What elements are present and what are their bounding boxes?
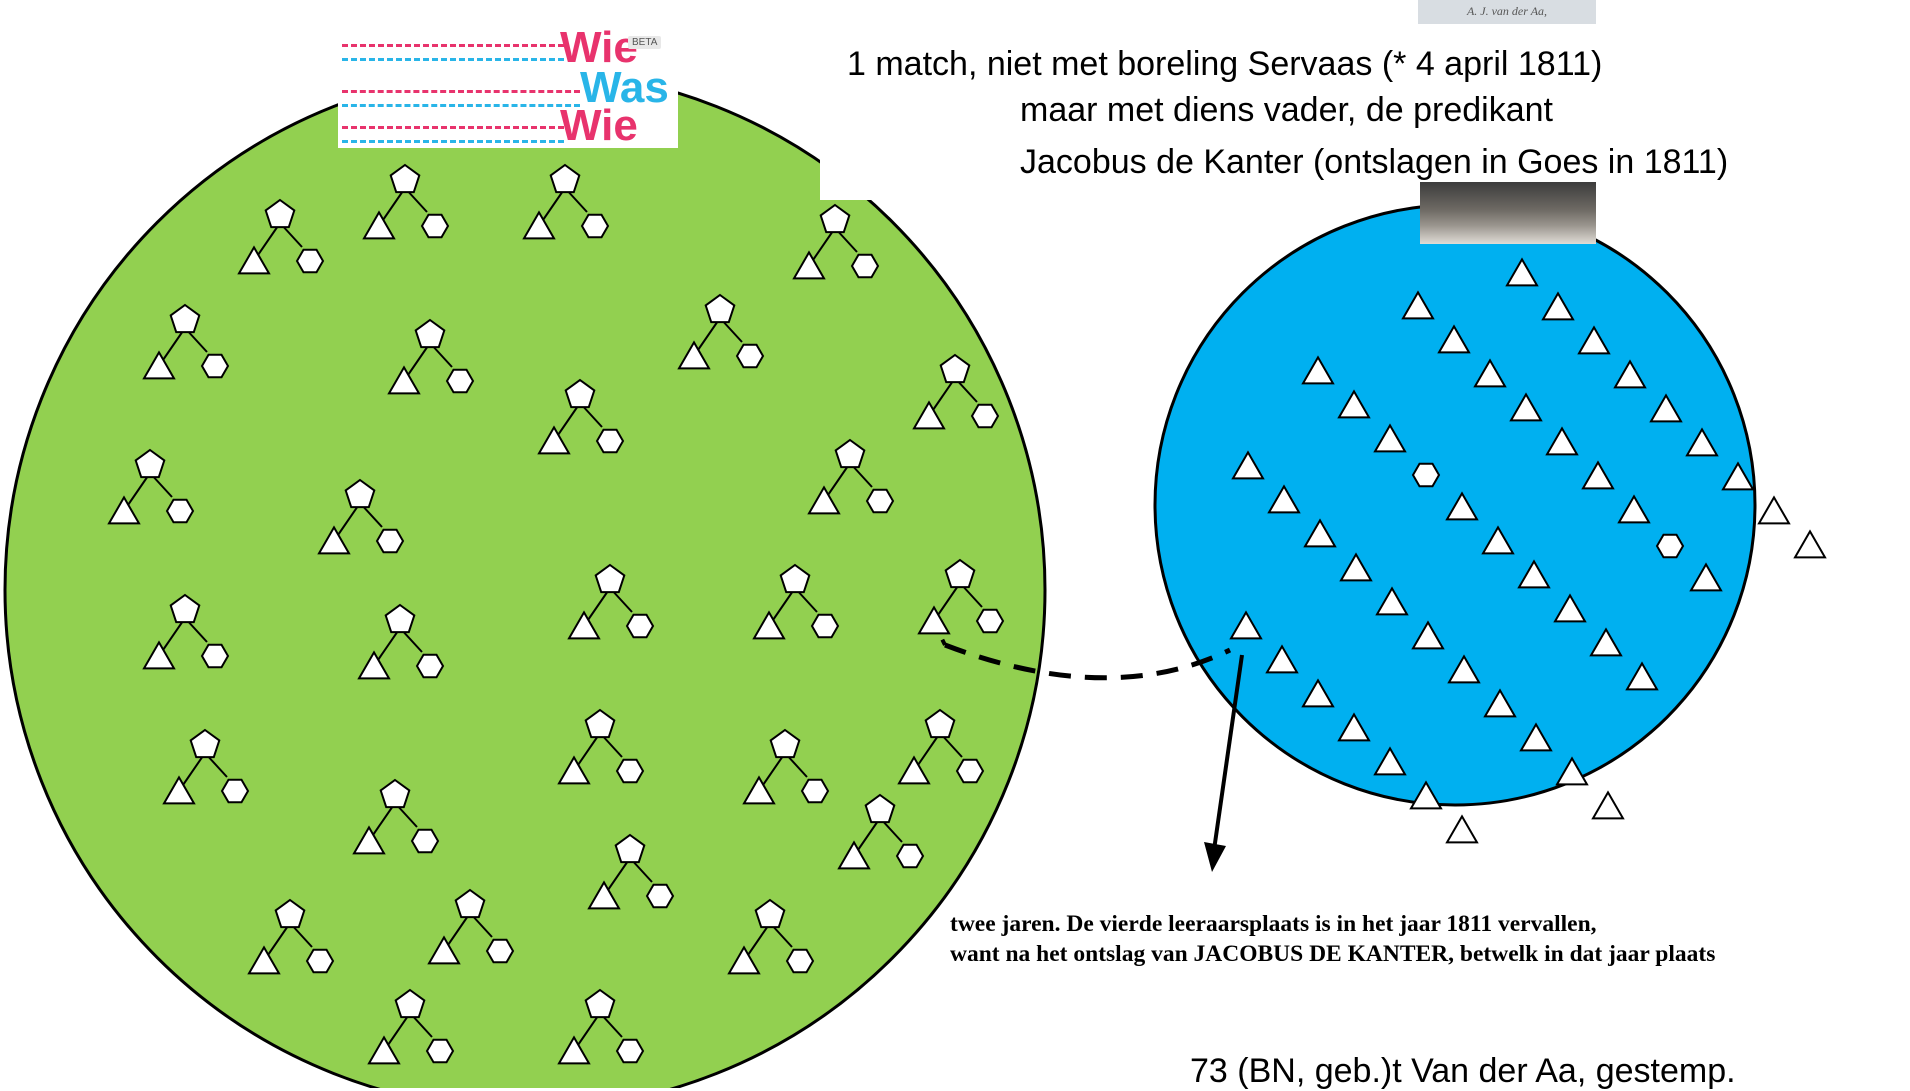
logo-stripe-5 (342, 126, 564, 129)
hexagon-node-icon (297, 250, 323, 273)
hexagon-node-icon (427, 1040, 453, 1063)
match-caption-line-3: Jacobus de Kanter (ontslagen in Goes in … (1020, 142, 1728, 182)
hexagon-node-icon (897, 845, 923, 868)
hexagon-node-icon (627, 615, 653, 638)
logo-stripe-1 (342, 44, 564, 47)
hexagon-node-icon (617, 760, 643, 783)
hexagon-node-icon (1657, 535, 1683, 558)
hexagon-node-icon (582, 215, 608, 238)
book-caption: A. J. van der Aa, (1418, 0, 1596, 22)
hexagon-node-icon (412, 830, 438, 853)
hexagon-node-icon (787, 950, 813, 973)
book-title-strip: A. J. van der Aa, (1418, 0, 1596, 24)
hexagon-node-icon (167, 500, 193, 523)
beta-badge: BETA (628, 36, 661, 49)
hexagon-node-icon (957, 760, 983, 783)
hexagon-node-icon (417, 655, 443, 678)
hexagon-node-icon (647, 885, 673, 908)
hexagon-node-icon (202, 355, 228, 378)
hexagon-node-icon (737, 345, 763, 368)
hexagon-node-icon (422, 215, 448, 238)
logo-word-wie-2: Wie (560, 104, 638, 148)
hexagon-node-icon (802, 780, 828, 803)
logo-stripe-4 (342, 104, 580, 107)
wiewaswie-records-circle (5, 70, 1045, 1088)
hexagon-node-icon (867, 490, 893, 513)
hexagon-node-icon (202, 645, 228, 668)
match-caption-line-1: 1 match, niet met boreling Servaas (* 4 … (847, 44, 1602, 84)
logo-stripe-6 (342, 140, 564, 143)
hexagon-node-icon (307, 950, 333, 973)
person-triangle-icon (1593, 792, 1623, 818)
match-caption-line-2: maar met diens vader, de predikant (1020, 90, 1553, 130)
footer-text: 73 (BN, geb.)t Van der Aa, gestemp. (1190, 1052, 1736, 1091)
hexagon-node-icon (812, 615, 838, 638)
hexagon-node-icon (972, 405, 998, 428)
quote-line-2: want na het ontslag van JACOBUS DE KANTE… (950, 940, 1715, 968)
logo-stripe-3 (342, 90, 580, 93)
hexagon-node-icon (487, 940, 513, 963)
logo-stripe-2 (342, 58, 564, 61)
hexagon-node-icon (447, 370, 473, 393)
hexagon-node-icon (852, 255, 878, 278)
hexagon-node-icon (597, 430, 623, 453)
hexagon-node-icon (617, 1040, 643, 1063)
quote-arrowhead-icon (1204, 842, 1226, 872)
person-triangle-icon (1795, 531, 1825, 557)
person-triangle-icon (1759, 497, 1789, 523)
hexagon-node-icon (977, 610, 1003, 633)
hexagon-node-icon (1413, 464, 1439, 487)
book-engraving (1420, 182, 1596, 244)
wiewaswie-logo: Wie Was Wie BETA (338, 24, 678, 148)
hexagon-node-icon (222, 780, 248, 803)
hexagon-node-icon (377, 530, 403, 553)
person-triangle-icon (1447, 816, 1477, 842)
quote-line-1: twee jaren. De vierde leeraarsplaats is … (950, 910, 1597, 938)
logo-backing (820, 140, 880, 200)
